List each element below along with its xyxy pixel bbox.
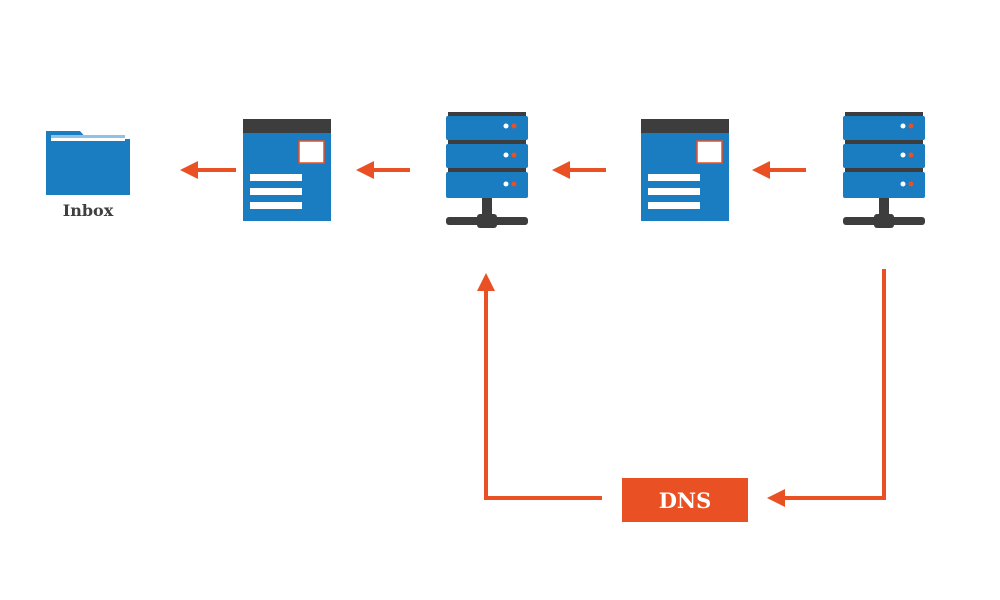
dns-label: DNS [658,487,712,513]
server-icon [446,112,528,228]
arrow-server2-to-dns [767,269,886,507]
arrow-doc1-to-inbox [180,161,236,179]
arrow-server2-to-doc2 [752,161,806,179]
inbox-label: Inbox [62,201,114,220]
server-icon [843,112,925,228]
arrow-server1-to-doc1 [356,161,410,179]
arrow-doc2-to-server1 [552,161,606,179]
arrow-dns-to-server1 [477,273,602,500]
dns-box-bg [622,478,748,522]
folder-icon [46,131,130,195]
document-icon [641,119,729,221]
document-icon [243,119,331,221]
